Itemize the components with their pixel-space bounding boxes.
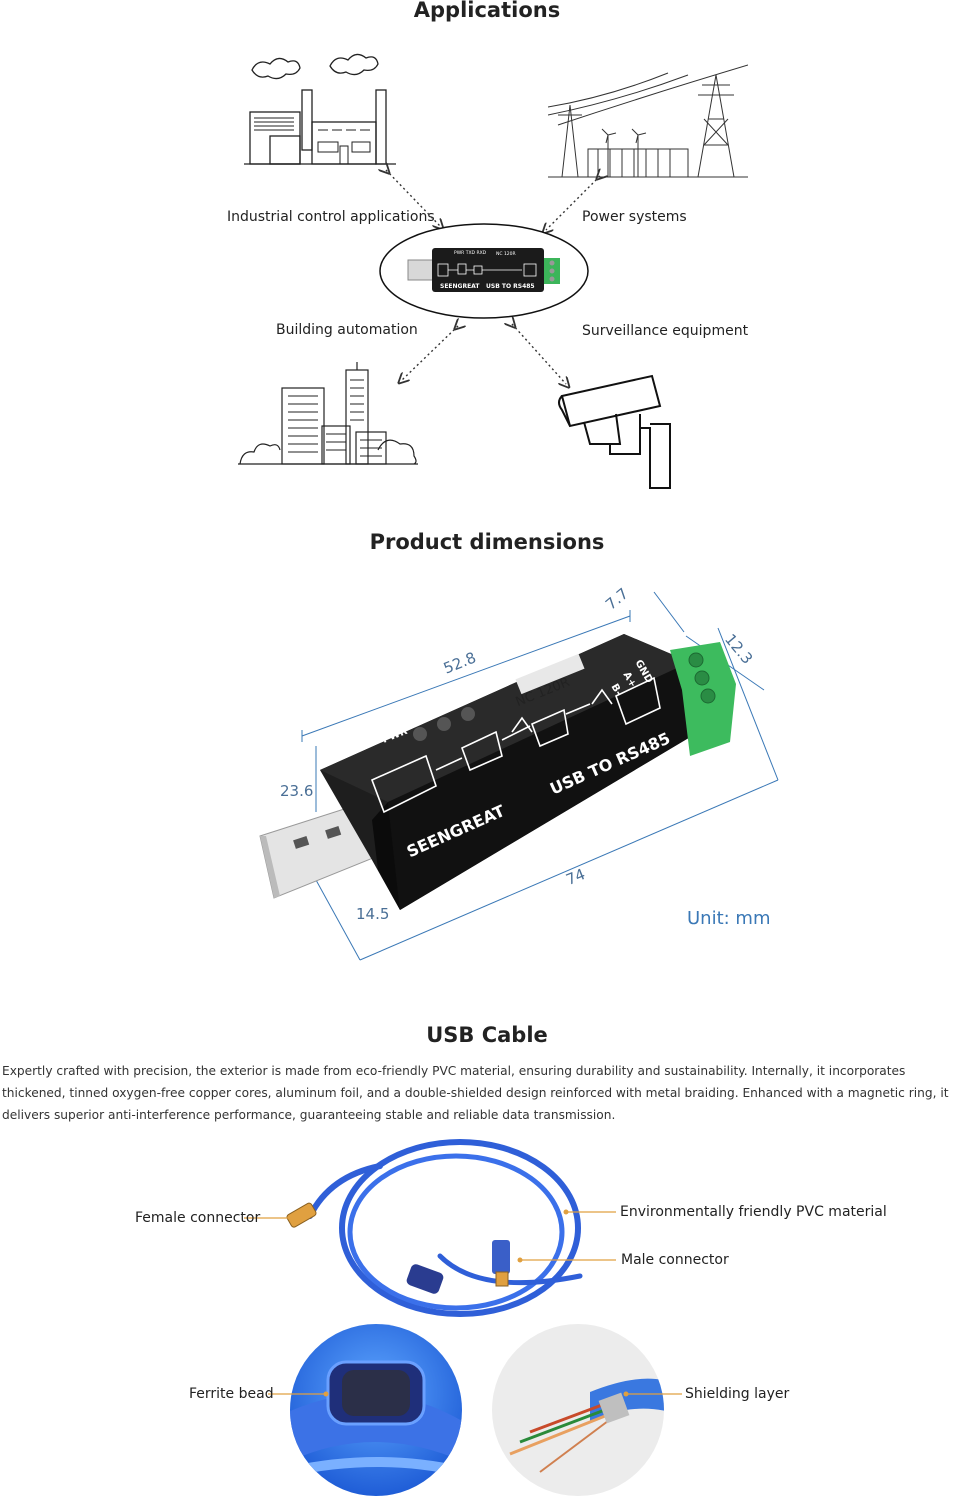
- app-label-building: Building automation: [276, 322, 418, 338]
- callout-pvc-material: Environmentally friendly PVC material: [620, 1204, 887, 1220]
- application-arrows: [0, 0, 974, 520]
- factory-icon: [244, 53, 396, 165]
- dim-height: 23.6: [280, 782, 314, 800]
- app-label-surveillance: Surveillance equipment: [582, 323, 749, 339]
- callout-female-connector: Female connector: [135, 1210, 261, 1226]
- dim-usb-width: 14.5: [356, 905, 390, 923]
- mini-led-labels: PWR TXD RXD: [454, 250, 487, 256]
- device-dimension-drawing: NC 120R PWR TXD RXD SEENGREAT USB TO RS4…: [259, 591, 779, 961]
- city-buildings-icon: [238, 362, 418, 465]
- applications-title: Applications: [413, 0, 561, 22]
- device-terminal-b: B-: [608, 682, 623, 698]
- cable-description: Expertly crafted with precision, the ext…: [2, 1064, 949, 1122]
- app-label-power: Power systems: [582, 209, 687, 225]
- power-tower-icon: [548, 64, 748, 178]
- dimensions-title: Product dimensions: [369, 530, 605, 554]
- callout-shielding-layer: Shielding layer: [685, 1386, 790, 1402]
- security-camera-icon: [558, 374, 671, 489]
- unit-label: Unit: mm: [687, 908, 771, 929]
- ferrite-bead-image: [290, 1324, 462, 1496]
- cable-title: USB Cable: [426, 1023, 548, 1047]
- usb-cable-image: [286, 1139, 583, 1317]
- shielding-layer-image: [492, 1324, 664, 1496]
- mini-model: USB TO RS485: [486, 283, 535, 290]
- callout-ferrite-bead: Ferrite bead: [189, 1386, 274, 1402]
- mini-switch: NC 120R: [496, 251, 516, 257]
- callout-male-connector: Male connector: [621, 1252, 729, 1268]
- cable-callout-lines: [244, 1209, 682, 1397]
- device-ellipse: PWR TXD RXD SEENGREAT USB TO RS485 NC 12…: [379, 223, 589, 319]
- mini-brand: SEENGREAT: [440, 283, 480, 290]
